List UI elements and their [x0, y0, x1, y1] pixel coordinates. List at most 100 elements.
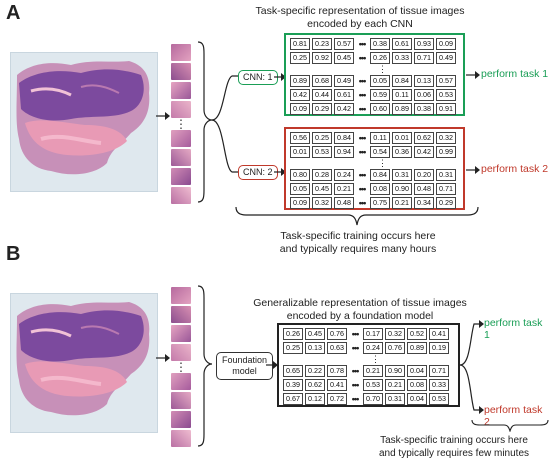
footer-b-line1: Task-specific training occurs here — [380, 435, 528, 446]
matrix-cell: 0.57 — [334, 38, 354, 50]
matrix-cell: 0.57 — [436, 75, 456, 87]
matrix-horizontal-ellipsis: ••• — [358, 90, 366, 100]
matrix-cell: 0.32 — [312, 197, 332, 209]
tile — [171, 187, 191, 204]
caption-a: Task-specific representation of tissue i… — [250, 5, 470, 31]
tile — [171, 101, 191, 118]
matrix-vertical-ellipsis: ⋮ — [378, 158, 387, 168]
matrix-cell: 0.05 — [290, 183, 310, 195]
matrix-cell: 0.68 — [312, 75, 332, 87]
matrix-cell: 0.26 — [370, 52, 390, 64]
matrix-cell: 0.89 — [392, 103, 412, 115]
matrix-horizontal-ellipsis: ••• — [358, 39, 366, 49]
footer-a-line1: Task-specific training occurs here — [280, 230, 436, 242]
matrix-horizontal-ellipsis: ••• — [358, 104, 366, 114]
matrix-cell: 0.94 — [334, 146, 354, 158]
matrix-cell: 0.65 — [283, 365, 303, 377]
panel-b-label: B — [6, 243, 21, 265]
matrix-horizontal-ellipsis: ••• — [351, 380, 359, 390]
matrix-cell: 0.09 — [290, 197, 310, 209]
split-arrows-b — [460, 320, 484, 414]
foundation-model-line2: model — [232, 366, 257, 376]
matrix-cell: 0.32 — [436, 132, 456, 144]
footer-b-line2: and typically requires few minutes — [378, 448, 530, 459]
matrix-cell: 0.48 — [414, 183, 434, 195]
matrix-cell: 0.49 — [436, 52, 456, 64]
matrix-cell: 0.13 — [305, 342, 325, 354]
matrix-cell: 0.76 — [327, 328, 347, 340]
matrix-horizontal-ellipsis: ••• — [358, 147, 366, 157]
matrix-cell: 0.11 — [392, 89, 412, 101]
tissue-slide-a — [10, 52, 158, 192]
arrow-cnn2-to-matrix — [274, 168, 286, 176]
matrix-cell: 0.78 — [327, 365, 347, 377]
matrix-cell: 0.89 — [290, 75, 310, 87]
matrix-cell: 0.92 — [312, 52, 332, 64]
matrix-cell: 0.63 — [327, 342, 347, 354]
tile-column-b: ⋮ — [171, 287, 191, 447]
matrix-cell: 0.39 — [283, 379, 303, 391]
bottom-brace-b — [471, 419, 549, 432]
tissue-slide-b — [10, 293, 158, 433]
matrix-cell: 0.89 — [407, 342, 427, 354]
tile — [171, 306, 191, 323]
matrix-cell: 0.06 — [414, 89, 434, 101]
matrix-cell: 0.13 — [414, 75, 434, 87]
tile — [171, 149, 191, 166]
matrix-cell: 0.31 — [392, 169, 412, 181]
foundation-model-label: Foundation model — [216, 352, 274, 380]
matrix-cell: 0.33 — [392, 52, 412, 64]
matrix-horizontal-ellipsis: ••• — [358, 170, 366, 180]
caption-b-line2: encoded by a foundation model — [286, 310, 434, 322]
matrix-cell: 0.90 — [385, 365, 405, 377]
tile — [171, 130, 191, 147]
matrix-vertical-ellipsis: ⋮ — [371, 354, 380, 364]
matrix-cell: 0.24 — [363, 342, 383, 354]
matrix-cell: 0.33 — [429, 379, 449, 391]
matrix-cell: 0.36 — [392, 146, 412, 158]
matrix-cell: 0.45 — [334, 52, 354, 64]
matrix-cell: 0.38 — [370, 38, 390, 50]
matrix-cell: 0.99 — [436, 146, 456, 158]
matrix-cell: 0.42 — [334, 103, 354, 115]
matrix-horizontal-ellipsis: ••• — [351, 329, 359, 339]
matrix-cell: 0.19 — [429, 342, 449, 354]
tile-column-a: ⋮ — [171, 44, 191, 204]
matrix-horizontal-ellipsis: ••• — [358, 133, 366, 143]
matrix-cell: 0.41 — [429, 328, 449, 340]
tile — [171, 344, 191, 361]
matrix-cell: 0.53 — [363, 379, 383, 391]
matrix-horizontal-ellipsis: ••• — [358, 76, 366, 86]
matrix-cell: 0.42 — [290, 89, 310, 101]
matrix-cell: 0.41 — [327, 379, 347, 391]
foundation-model-line1: Foundation — [222, 355, 268, 365]
tissue-image-b — [16, 302, 150, 416]
matrix-cell: 0.72 — [327, 393, 347, 405]
matrix-cell: 0.48 — [334, 197, 354, 209]
matrix-cell: 0.93 — [414, 38, 434, 50]
arrow-matrix2-to-task2 — [466, 166, 480, 174]
brace-b — [197, 285, 213, 447]
panel-a-label: A — [6, 2, 21, 24]
matrix-cell: 0.24 — [334, 169, 354, 181]
matrix-cell: 0.32 — [385, 328, 405, 340]
matrix-cell: 0.09 — [436, 38, 456, 50]
matrix-cell: 0.31 — [436, 169, 456, 181]
matrix-cell: 0.21 — [363, 365, 383, 377]
matrix-cell: 0.01 — [290, 146, 310, 158]
matrix-cell: 0.45 — [305, 328, 325, 340]
matrix-cell: 0.81 — [290, 38, 310, 50]
tile — [171, 168, 191, 185]
